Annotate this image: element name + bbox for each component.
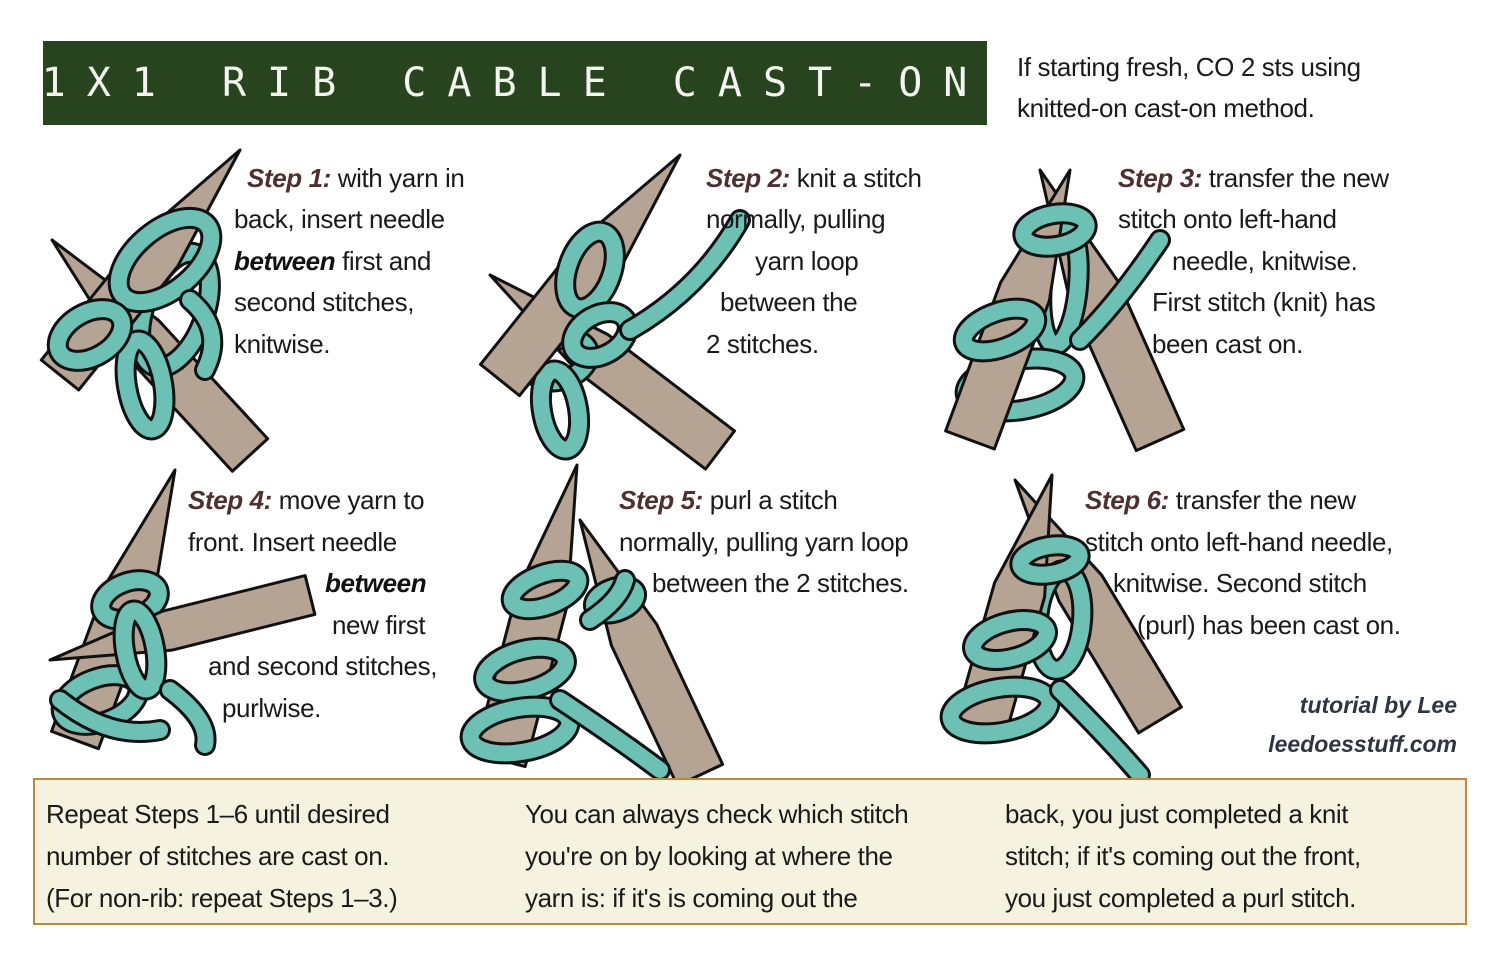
step-4-line: Step 4: move yarn to <box>188 479 425 521</box>
step-6-line: Step 6: transfer the new <box>1085 479 1356 521</box>
yarn-loop-icon <box>532 362 588 458</box>
step-3-line: stitch onto left-hand <box>1118 204 1337 234</box>
step-3-line: First stitch (knit) has <box>1152 287 1376 317</box>
note-line: You can always check which stitch <box>525 799 909 829</box>
step-text: transfer the new <box>1208 163 1389 193</box>
step-6-line: stitch onto left-hand needle, <box>1085 527 1393 557</box>
yarn-loop-icon <box>503 562 587 618</box>
credit-website: leedoesstuff.com <box>1268 731 1457 757</box>
yarn-icon <box>622 212 748 338</box>
page-title: 1X1 RIB CABLE CAST-ON <box>41 60 989 106</box>
step-text: first and <box>342 246 431 276</box>
credit-author: tutorial by Lee <box>1299 692 1457 718</box>
step-6-label: Step 6: <box>1085 485 1169 515</box>
step-3-line: Step 3: transfer the new <box>1118 157 1389 199</box>
step-4-emphasis: between <box>325 568 427 598</box>
yarn-loop-icon <box>476 639 574 701</box>
yarn-loop-icon <box>955 300 1045 360</box>
note-line: back, you just completed a knit <box>1005 799 1349 829</box>
yarn-loop-icon <box>462 698 578 762</box>
step-2-line: Step 2: knit a stitch <box>706 157 922 199</box>
step-6-line: knitwise. Second stitch <box>1113 568 1367 598</box>
yarn-loop-icon <box>110 209 220 311</box>
intro-line: If starting fresh, CO 2 sts using <box>1017 52 1361 82</box>
step-text: with yarn in <box>337 163 465 193</box>
step-1-line: second stitches, <box>234 287 415 317</box>
step-text: purl a stitch <box>709 485 838 515</box>
yarn-icon <box>182 292 221 378</box>
step-2-label: Step 2: <box>706 163 790 193</box>
step-4-line: purlwise. <box>222 693 321 723</box>
step-text: knit a stitch <box>796 163 922 193</box>
step-1-line: knitwise. <box>234 329 331 359</box>
yarn-loop-icon <box>1015 205 1095 255</box>
step-2-line: 2 stitches. <box>706 329 819 359</box>
note-line: you're on by looking at where the <box>525 841 893 871</box>
yarn-loop-icon <box>965 612 1055 668</box>
step-3-line: needle, knitwise. <box>1172 246 1358 276</box>
yarn-loop-icon <box>942 678 1058 742</box>
yarn-icon <box>582 572 633 628</box>
step-4-label: Step 4: <box>188 485 272 515</box>
note-line: you just completed a purl stitch. <box>1005 883 1356 913</box>
title-banner: 1X1 RIB CABLE CAST-ON <box>41 41 989 125</box>
yarn-loop-icon <box>117 332 173 438</box>
step-3-label: Step 3: <box>1118 163 1202 193</box>
note-line: number of stitches are cast on. <box>46 841 390 871</box>
step-2-line: normally, pulling <box>706 204 886 234</box>
step-6-line: (purl) has been cast on. <box>1137 610 1401 640</box>
yarn-icon <box>1052 682 1148 783</box>
step-1-label: Step 1: <box>247 163 331 193</box>
intro-line: knitted-on cast-on method. <box>1017 93 1315 123</box>
step-1-line: back, insert needle <box>234 204 445 234</box>
yarn-loop-icon <box>115 602 165 698</box>
yarn-loop-icon <box>49 301 131 369</box>
step-4-line: front. Insert needle <box>188 527 397 557</box>
emphasis: between <box>234 246 336 276</box>
yarn-icon <box>552 692 668 778</box>
yarn-icon <box>162 682 214 753</box>
note-line: Repeat Steps 1–6 until desired <box>46 799 390 829</box>
step-5-label: Step 5: <box>619 485 703 515</box>
step-2-line: yarn loop <box>755 246 859 276</box>
yarn-icon <box>52 692 168 740</box>
step-1-line: between first and <box>234 240 431 282</box>
yarn-icon <box>1072 232 1168 348</box>
note-line: yarn is: if it's is coming out the <box>525 883 858 913</box>
step-5-line: between the 2 stitches. <box>652 568 909 598</box>
yarn-loop-icon <box>557 223 623 317</box>
yarn-loop-icon <box>1012 537 1088 583</box>
step-text: transfer the new <box>1175 485 1356 515</box>
notes-box <box>33 778 1467 925</box>
step-1-line: Step 1: with yarn in <box>247 157 465 199</box>
step-4-line: and second stitches, <box>208 651 438 681</box>
step-5-line: Step 5: purl a stitch <box>619 479 838 521</box>
step-2-line: between the <box>720 287 858 317</box>
note-line: (For non-rib: repeat Steps 1–3.) <box>46 883 398 913</box>
step-4-line: new first <box>332 610 426 640</box>
step-text: move yarn to <box>278 485 425 515</box>
step-5-line: normally, pulling yarn loop <box>619 527 909 557</box>
step-3-line: been cast on. <box>1152 329 1303 359</box>
note-line: stitch; if it's coming out the front, <box>1005 841 1361 871</box>
